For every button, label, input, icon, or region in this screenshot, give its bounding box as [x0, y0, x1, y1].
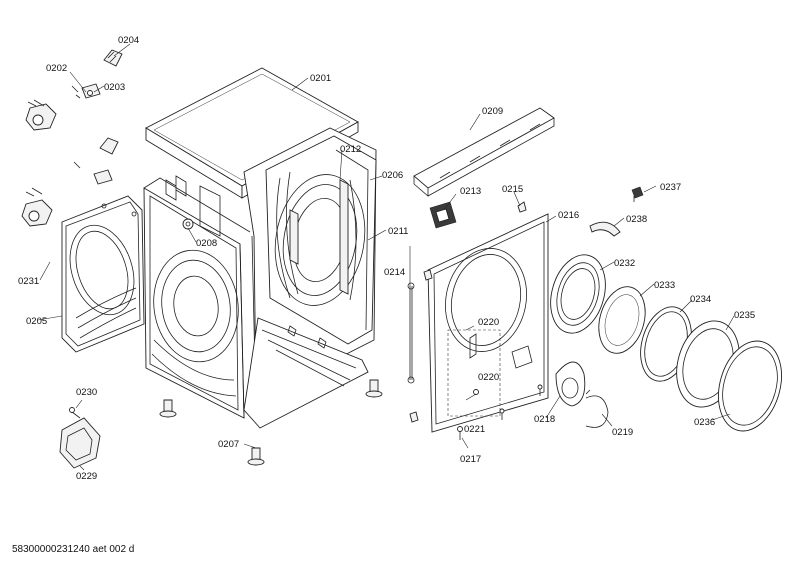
label-0237: 0237 — [660, 182, 681, 193]
front-panel-0216 — [409, 201, 549, 433]
foot-0207-left — [159, 399, 177, 418]
label-0230: 0230 — [76, 387, 97, 398]
label-0208: 0208 — [196, 238, 217, 249]
label-0215: 0215 — [502, 184, 523, 195]
door-cover-0236 — [718, 340, 782, 432]
label-0207: 0207 — [218, 439, 239, 450]
top-rail-0209 — [413, 107, 555, 197]
label-0214: 0214 — [384, 267, 405, 278]
label-0211: 0211 — [388, 226, 408, 237]
interlock-module-0213 — [429, 201, 457, 229]
foot-0207-front — [247, 447, 265, 466]
door-frame-inner-0232 — [550, 254, 606, 334]
label-0218: 0218 — [534, 414, 555, 425]
label-0233: 0233 — [654, 280, 675, 291]
door-catch-0218 — [555, 361, 586, 407]
hinge-part-0204 — [103, 49, 123, 67]
label-0209: 0209 — [482, 106, 503, 117]
door-hinge-0238 — [589, 221, 621, 237]
part-labels: 0204 0202 0203 0201 0209 0212 0206 0213 … — [18, 35, 755, 482]
door-glass-0233 — [598, 286, 646, 354]
label-0220-lower: 0220 — [478, 372, 499, 383]
screw-0202-upper — [71, 85, 81, 99]
label-0235: 0235 — [734, 310, 755, 321]
label-0216: 0216 — [558, 210, 579, 221]
label-0220-upper: 0220 — [478, 317, 499, 328]
label-0232: 0232 — [614, 258, 635, 269]
leader-lines — [37, 43, 735, 471]
label-0229: 0229 — [76, 471, 97, 482]
rear-panel-0205 — [61, 195, 145, 353]
label-0203: 0203 — [104, 82, 125, 93]
bushing-lower — [21, 187, 53, 227]
drawing-code: 58300000231240 aet 002 d — [12, 544, 134, 555]
label-0204: 0204 — [118, 35, 139, 46]
label-0206: 0206 — [382, 170, 403, 181]
label-0234: 0234 — [690, 294, 711, 305]
label-0217: 0217 — [460, 454, 481, 465]
label-0238: 0238 — [626, 214, 647, 225]
label-0205: 0205 — [26, 316, 47, 327]
label-0201: 0201 — [310, 73, 331, 84]
clip-0237 — [631, 186, 644, 202]
hinge-part-0203 — [81, 83, 101, 99]
clamp-wire-0219 — [585, 389, 609, 428]
screw-0217 — [457, 384, 543, 440]
hinge-part-mid — [73, 137, 119, 185]
foot-0207-right — [365, 379, 383, 398]
service-flap-0229 — [59, 407, 101, 469]
label-0212: 0212 — [340, 144, 361, 155]
label-0202: 0202 — [46, 63, 67, 74]
cabinet-housing — [143, 127, 377, 429]
label-0221: 0221 — [464, 424, 485, 435]
label-0219: 0219 — [612, 427, 633, 438]
spring-rod-0214 — [407, 282, 415, 384]
label-0213: 0213 — [460, 186, 481, 197]
label-0231: 0231 — [18, 276, 39, 287]
bushing-upper — [25, 99, 57, 131]
label-0236: 0236 — [694, 417, 715, 428]
